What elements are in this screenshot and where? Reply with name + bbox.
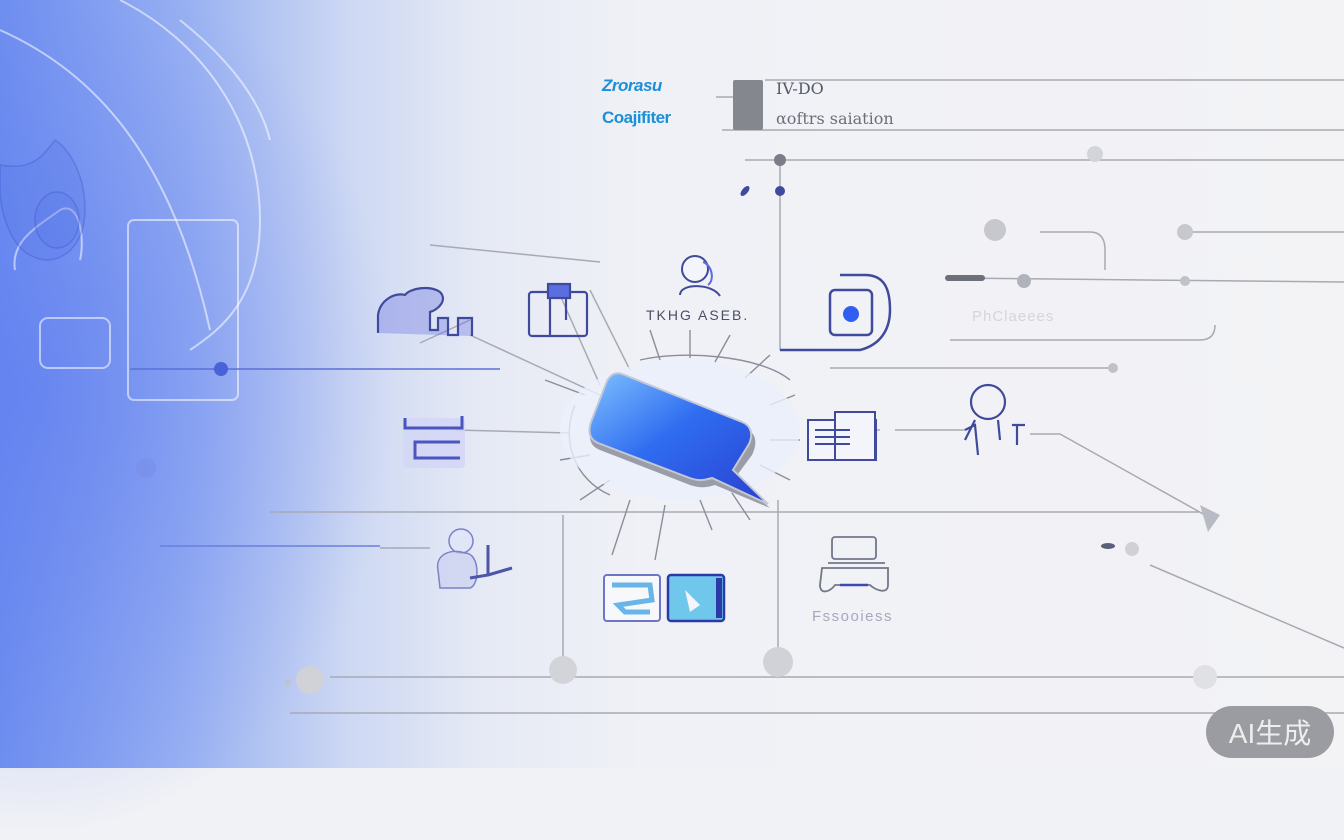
cloud-building-icon bbox=[376, 286, 474, 337]
bottom-label: Fssooiess bbox=[812, 608, 894, 625]
printer-icon bbox=[807, 411, 877, 461]
background-glow bbox=[0, 0, 400, 840]
inbox-tray-icon bbox=[403, 416, 465, 468]
image-frame-icon bbox=[603, 574, 661, 622]
device-tray-icon bbox=[819, 536, 889, 593]
icon-layer bbox=[376, 255, 1025, 623]
clipboard-icon bbox=[527, 282, 589, 338]
person-icon bbox=[964, 383, 1025, 456]
chart-frame-icon bbox=[666, 573, 726, 623]
faded-right-label: PhClaeees bbox=[972, 308, 1055, 325]
user-laptop-icon bbox=[436, 528, 513, 589]
record-button-icon bbox=[780, 273, 892, 352]
ai-generated-badge: AI生成 bbox=[1206, 706, 1334, 758]
header-divider-block bbox=[733, 80, 763, 130]
user-avatar-icon bbox=[679, 255, 721, 297]
speech-bubble-icon bbox=[560, 360, 800, 508]
header-subtitle-line2: αoftrs saiation bbox=[776, 109, 894, 128]
tasks-label: TKHG ASEB. bbox=[646, 307, 750, 323]
decorative-left-shapes bbox=[0, 138, 156, 478]
header-subtitle-line1: IV-DO bbox=[776, 79, 824, 98]
header-title-line1: Zrorasu bbox=[602, 76, 662, 95]
header-title-line2: Coajifiter bbox=[602, 108, 671, 127]
